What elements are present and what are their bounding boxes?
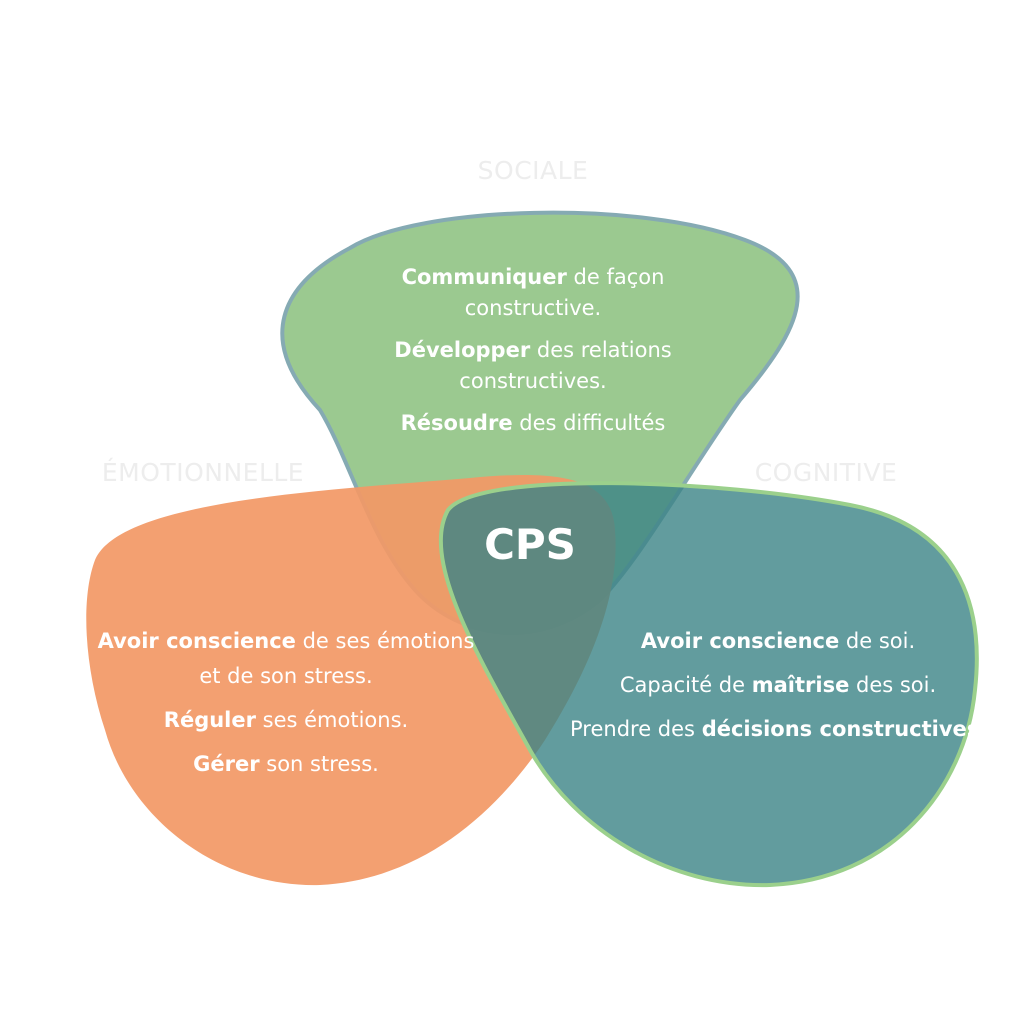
sociale-item: Développer des relations constructives. [394, 338, 672, 393]
center-label: CPS [484, 520, 576, 569]
sociale-text-block: Communiquer de façon constructive. Dével… [333, 262, 733, 439]
emotionnelle-item: Avoir conscience de ses émotions et de s… [97, 629, 475, 688]
emotionnelle-item: Gérer son stress. [193, 752, 379, 776]
cognitive-item: Avoir conscience de soi. [640, 629, 916, 653]
sociale-item: Résoudre des difficultés [400, 411, 666, 435]
cognitive-text-block: Avoir conscience de soi. Capacité de maî… [568, 624, 988, 747]
sociale-item: Communiquer de façon constructive. [401, 265, 665, 320]
cognitive-item: Capacité de maîtrise des soi. [619, 673, 937, 697]
category-emotionnelle: ÉMOTIONNELLE [101, 458, 305, 487]
category-cognitive: COGNITIVE [754, 458, 898, 487]
category-sociale: SOCIALE [477, 156, 589, 185]
emotionnelle-text-block: Avoir conscience de ses émotions et de s… [86, 624, 486, 782]
cognitive-petal [438, 481, 979, 888]
cognitive-item: Prendre des décisions constructives. [570, 717, 986, 741]
emotionnelle-item: Réguler ses émotions. [163, 708, 409, 732]
